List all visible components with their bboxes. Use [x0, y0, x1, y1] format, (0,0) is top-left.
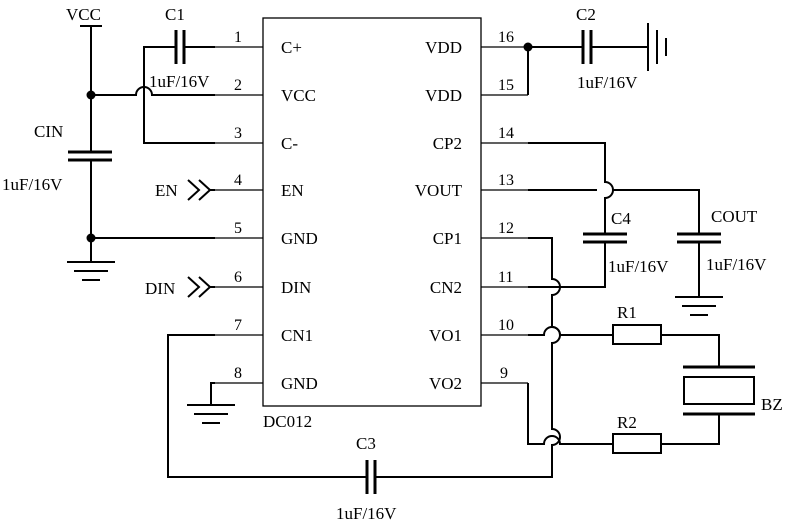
cin-value: 1uF/16V [2, 175, 63, 194]
pin-name: DIN [281, 278, 311, 297]
c3-value: 1uF/16V [336, 504, 397, 523]
pin-name: GND [281, 374, 318, 393]
pin-number: 6 [234, 269, 242, 286]
c4-value: 1uF/16V [608, 257, 669, 276]
cout-value: 1uF/16V [706, 255, 767, 274]
c1-value: 1uF/16V [149, 72, 210, 91]
pin-number: 3 [234, 125, 242, 142]
ground-icon [187, 404, 235, 424]
pin-name: C+ [281, 38, 302, 57]
c1-wire-left [143, 46, 215, 144]
vout-wire [528, 189, 700, 234]
pin-number: 2 [234, 77, 242, 94]
r2-wire-left [527, 383, 613, 445]
ground-icon [675, 296, 723, 316]
pin-number: 10 [498, 317, 514, 334]
pin-number: 8 [234, 365, 242, 382]
pin-number: 11 [498, 269, 513, 286]
buzzer-icon [683, 365, 755, 416]
pin-name: CP1 [433, 229, 462, 248]
r2-resistor [612, 433, 662, 454]
bz-ref: BZ [761, 395, 783, 414]
c3-ref: C3 [356, 434, 376, 453]
r1-ref: R1 [617, 303, 637, 322]
right-pins [481, 46, 528, 384]
en-label: EN [155, 181, 178, 200]
c4-ref: C4 [611, 209, 631, 228]
r1-resistor [612, 324, 662, 345]
cout-ref: COUT [711, 207, 758, 226]
c1-ref: C1 [165, 5, 185, 24]
c2-ref: C2 [576, 5, 596, 24]
pin-number: 16 [498, 29, 514, 46]
c3-wire-left [167, 334, 367, 478]
c3-wire-right [375, 237, 561, 478]
pin-number: 9 [500, 365, 508, 382]
pin-name: VDD [425, 38, 462, 57]
pin-number: 4 [234, 172, 242, 189]
c2-value: 1uF/16V [577, 73, 638, 92]
pin-number: 14 [498, 125, 514, 142]
pin-name: GND [281, 229, 318, 248]
r2-wire-right [661, 415, 720, 445]
pin-name: VDD [425, 86, 462, 105]
pin-number: 13 [498, 172, 514, 189]
pin-name: VO1 [429, 326, 462, 345]
pin-number: 7 [234, 317, 242, 334]
pin-name: VOUT [415, 181, 463, 200]
pin-name: EN [281, 181, 304, 200]
pin-name: VO2 [429, 374, 462, 393]
pin-number: 5 [234, 220, 242, 237]
ic-label: DC012 [263, 412, 312, 431]
vcc-label: VCC [66, 5, 101, 24]
gnd-pin8-wire [210, 382, 215, 405]
ground-icon [647, 23, 667, 71]
c4-wire-bottom [528, 242, 606, 288]
r2-ref: R2 [617, 413, 637, 432]
left-pins [215, 46, 263, 384]
pin-name: C- [281, 134, 298, 153]
r1-wire-right [661, 334, 720, 366]
pin-name: CN2 [430, 278, 462, 297]
pin-number: 1 [234, 29, 242, 46]
pin-number: 15 [498, 77, 514, 94]
cin-ref: CIN [34, 122, 63, 141]
pin-name: CP2 [433, 134, 462, 153]
pin-name: VCC [281, 86, 316, 105]
r1-wire-left [528, 326, 613, 336]
junction-dot [523, 42, 533, 52]
input-arrow-icon [187, 276, 212, 298]
input-arrow-icon [187, 179, 212, 201]
din-label: DIN [145, 279, 175, 298]
pin-name: CN1 [281, 326, 313, 345]
ground-icon [67, 261, 115, 281]
ic-body [262, 17, 482, 407]
c4-wire-top [528, 142, 614, 234]
pin-number: 12 [498, 220, 514, 237]
